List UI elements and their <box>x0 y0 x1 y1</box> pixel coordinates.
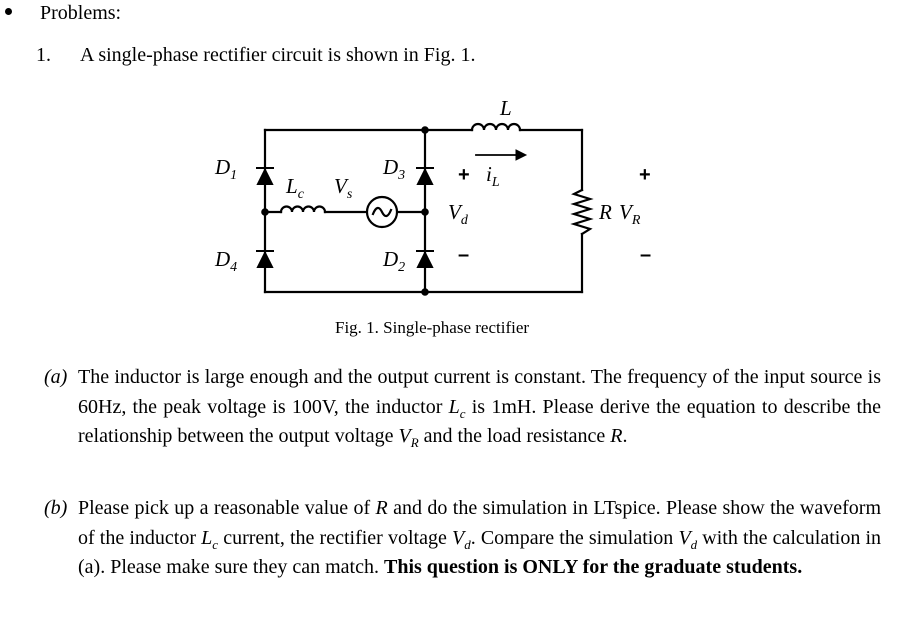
label-D3: D3 <box>382 155 405 183</box>
ac-source-icon <box>365 195 399 229</box>
junction-dot <box>421 208 429 216</box>
junction-dot <box>421 288 429 296</box>
diode-D1-icon <box>256 167 274 185</box>
inductor-Lc-coil <box>279 205 327 214</box>
problem-statement: A single-phase rectifier circuit is show… <box>80 44 476 66</box>
junction-dot <box>421 126 429 134</box>
figure-caption: Fig. 1. Single-phase rectifier <box>335 318 530 337</box>
label-D1: D1 <box>214 155 237 183</box>
diode-D2-icon <box>416 250 434 268</box>
section-title: Problems: <box>40 2 122 24</box>
label-Vd: Vd <box>448 200 469 228</box>
label-vd-minus: – <box>458 244 469 266</box>
label-VR: VR <box>619 200 641 228</box>
label-Lc: Lc <box>285 174 305 202</box>
diode-D3-icon <box>416 167 434 185</box>
part-a-label: (a) <box>44 366 68 388</box>
inductor-L-coil <box>470 122 522 132</box>
graduate-note: This question is ONLY for the graduate s… <box>383 556 803 578</box>
label-D2: D2 <box>382 247 405 275</box>
current-arrow-head-icon <box>515 149 528 161</box>
label-D4: D4 <box>214 247 237 275</box>
label-vr-minus: – <box>640 244 651 266</box>
label-vr-plus: + <box>639 164 651 186</box>
part-b-text: (b)Please pick up a reasonable value of … <box>44 494 881 583</box>
part-b-label: (b) <box>44 497 68 519</box>
bullet-icon <box>5 8 12 15</box>
label-Vs: Vs <box>334 174 353 202</box>
junction-dot <box>261 208 269 216</box>
label-R: R <box>598 200 612 224</box>
diode-D4-icon <box>256 250 274 268</box>
part-a-text: (a)The inductor is large enough and the … <box>44 363 881 452</box>
label-L: L <box>499 96 512 120</box>
label-iL: iL <box>486 162 500 190</box>
sine-wave-icon <box>371 206 393 218</box>
problem-number: 1. <box>36 44 51 66</box>
label-vd-plus: + <box>458 164 470 186</box>
resistor-R-icon <box>570 188 594 236</box>
